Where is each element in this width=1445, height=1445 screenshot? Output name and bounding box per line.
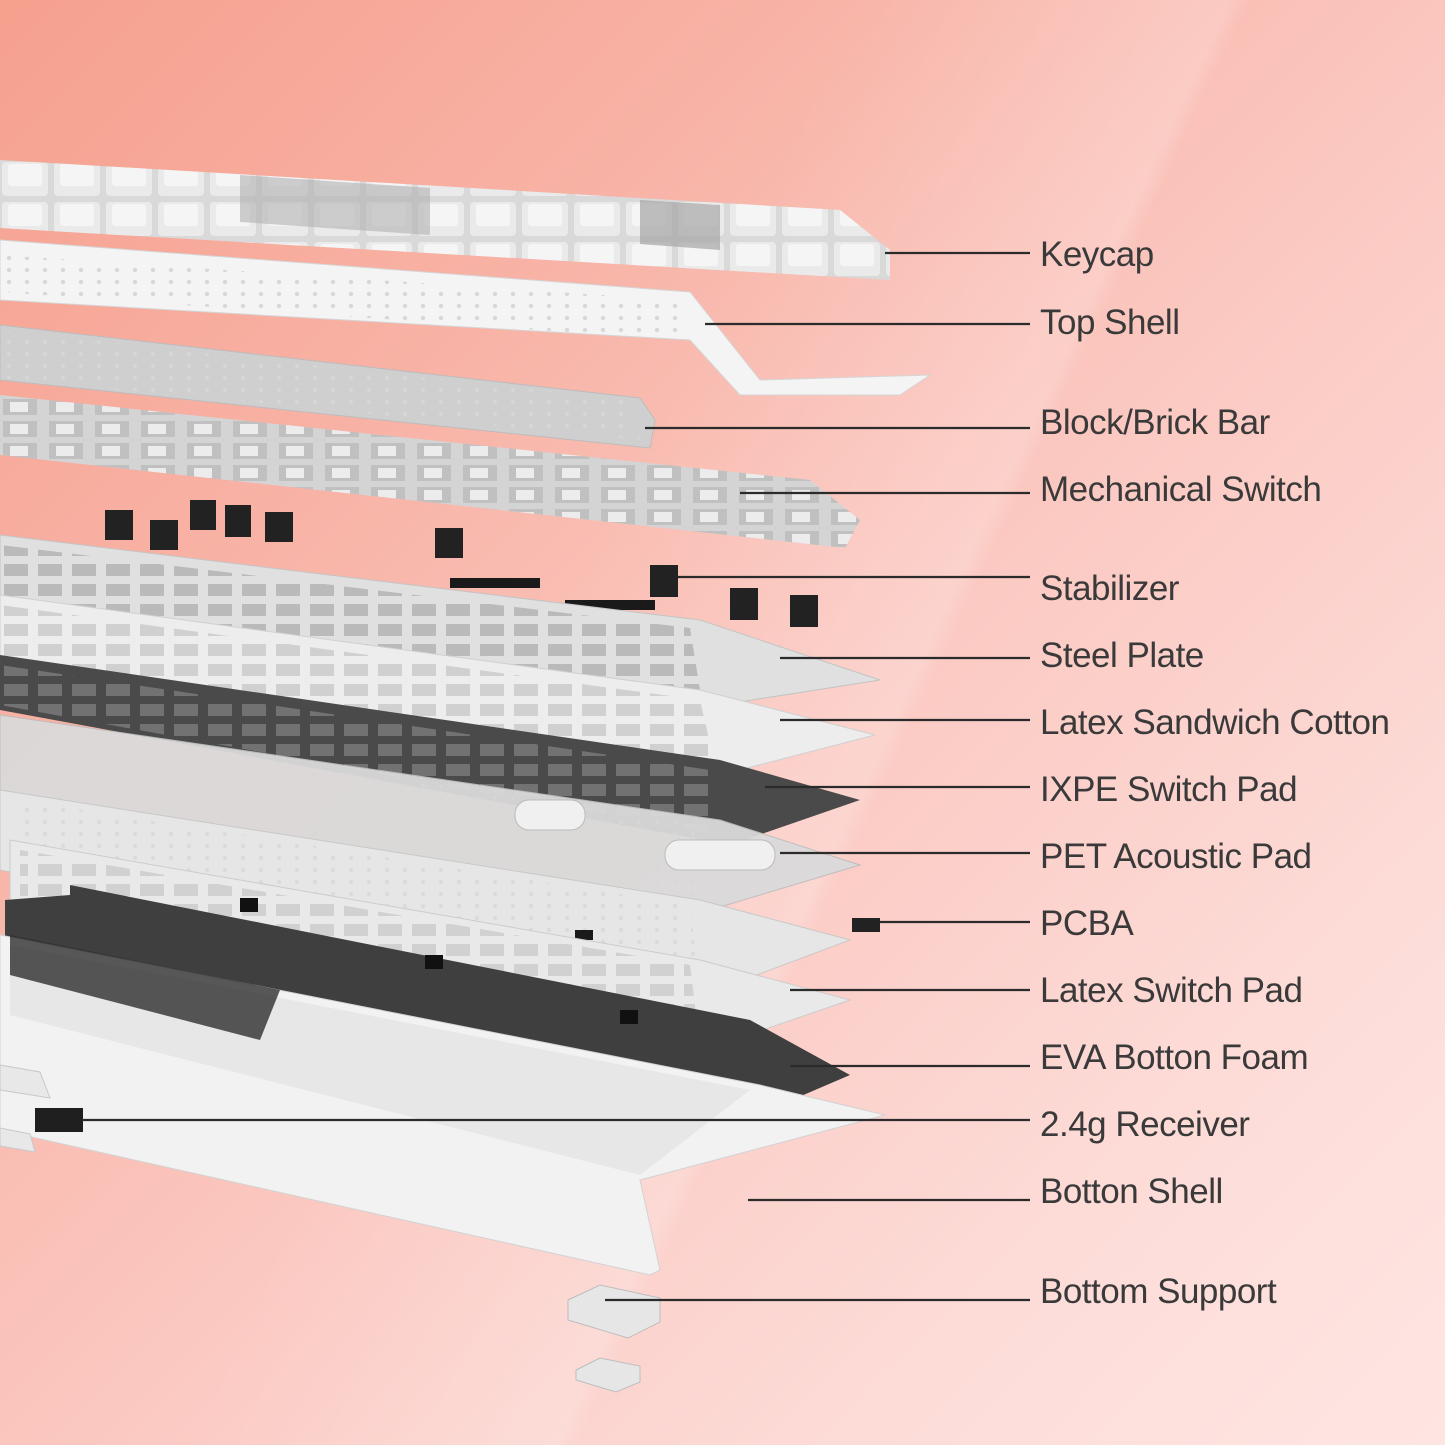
keycap-layer [0,160,890,280]
pet-acoustic-pad-layer [0,714,862,911]
latex-sandwich-cotton-layer [0,594,876,776]
bottom-shell-layer [0,934,886,1276]
bottom-support-pieces [567,1284,661,1393]
label-ixpe-switch-pad: IXPE Switch Pad [1040,770,1298,809]
ixpe-switch-pad-layer [0,655,860,845]
label-mechanical-switch: Mechanical Switch [1040,470,1322,509]
top-shell-layer [0,239,932,396]
label-stabilizer: Stabilizer [1040,569,1179,608]
label-keycap: Keycap [1040,235,1154,274]
brick-bar-layer [0,324,656,449]
label-pet-acoustic-pad: PET Acoustic Pad [1040,837,1312,876]
mechanical-switch-layer [0,395,860,548]
steel-plate-layer [0,534,881,706]
label-eva-bottom-foam: EVA Botton Foam [1040,1038,1309,1077]
label-latex-sandwich-cotton: Latex Sandwich Cotton [1040,703,1390,742]
label-pcba: PCBA [1040,904,1134,943]
stabilizer-layer [105,500,818,627]
label-top-shell: Top Shell [1040,303,1180,342]
label-receiver: 2.4g Receiver [1040,1105,1250,1144]
receiver-and-feet [0,1064,83,1153]
label-bottom-support: Bottom Support [1040,1272,1277,1311]
label-steel-plate: Steel Plate [1040,636,1204,675]
leader-lines [82,251,1030,1302]
label-brick-bar: Block/Brick Bar [1040,403,1270,442]
label-bottom-shell: Botton Shell [1040,1172,1223,1211]
label-latex-switch-pad: Latex Switch Pad [1040,971,1303,1010]
